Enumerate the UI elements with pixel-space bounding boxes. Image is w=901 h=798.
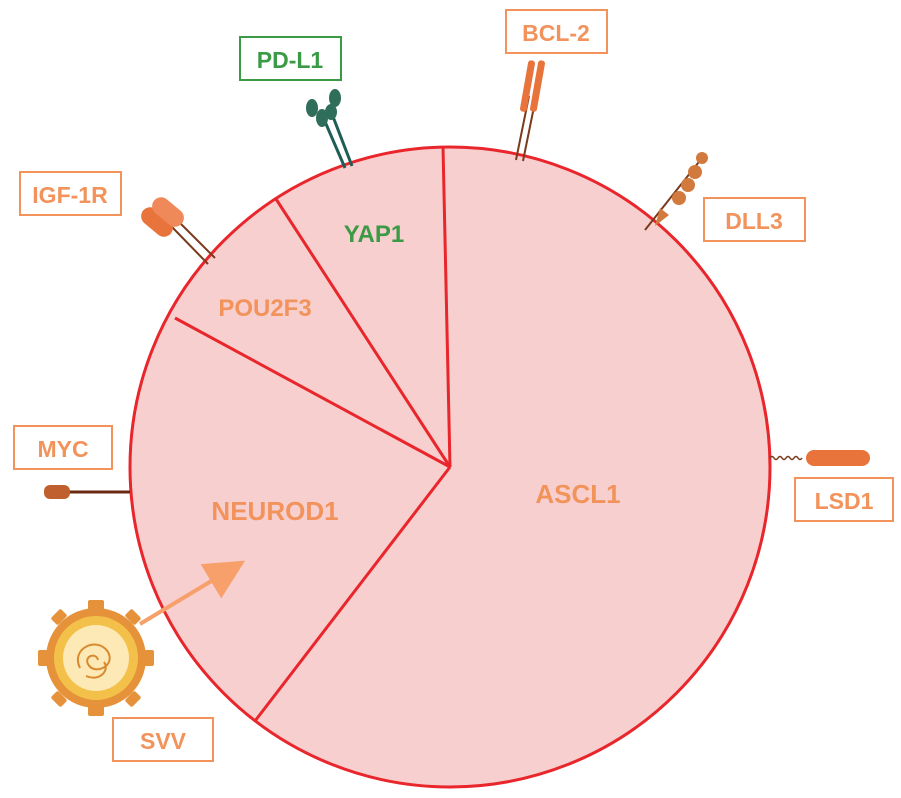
label-myc: MYC xyxy=(37,436,88,462)
label-box-dll3 xyxy=(703,197,806,242)
arrow-icon xyxy=(138,560,246,626)
label-lsd1: LSD1 xyxy=(815,488,874,514)
label-svv: SVV xyxy=(140,728,187,754)
label-box-myc xyxy=(13,425,113,470)
label-igf1r: IGF-1R xyxy=(32,182,108,208)
marker-svv: SVV xyxy=(38,560,246,762)
divider-ascl1-neurod1 xyxy=(253,466,452,722)
label-pdl1: PD-L1 xyxy=(257,47,324,73)
subtype-label-yap1: YAP1 xyxy=(344,221,405,248)
marker-dll3: DLL3 xyxy=(644,152,806,242)
marker-bcl2: BCL-2 xyxy=(505,9,608,162)
subtype-label-pou2f3: POU2F3 xyxy=(218,295,311,322)
label-box-pdl1 xyxy=(239,36,342,81)
lsd1-enzyme-icon xyxy=(769,450,870,466)
subtype-label-ascl1: ASCL1 xyxy=(535,479,620,509)
virus-particle-icon xyxy=(38,600,154,716)
myc-protein-icon xyxy=(44,485,130,499)
subtype-pie: ASCL1 NEUROD1 POU2F3 YAP1 xyxy=(128,145,772,789)
divider-neurod1-pou2f3 xyxy=(174,316,451,469)
label-box-igf1r xyxy=(19,171,122,216)
igf-1r-receptor-icon xyxy=(141,197,216,265)
pd-l1-receptor-icon xyxy=(306,89,354,169)
divider-pou2f3-yap1 xyxy=(274,198,452,468)
label-box-bcl2 xyxy=(505,9,608,54)
marker-myc: MYC xyxy=(13,425,130,499)
dll3-ligand-icon xyxy=(644,152,708,231)
label-box-lsd1 xyxy=(794,477,894,522)
divider-yap1-ascl1 xyxy=(441,146,452,468)
label-box-svv xyxy=(112,717,214,762)
marker-pdl1: PD-L1 xyxy=(239,36,354,169)
marker-lsd1: LSD1 xyxy=(769,450,894,522)
subtype-label-neurod1: NEUROD1 xyxy=(211,496,338,526)
bcl-2-protein-icon xyxy=(515,60,545,162)
label-dll3: DLL3 xyxy=(725,208,783,234)
marker-igf1r: IGF-1R xyxy=(19,171,216,265)
label-bcl2: BCL-2 xyxy=(522,20,590,46)
